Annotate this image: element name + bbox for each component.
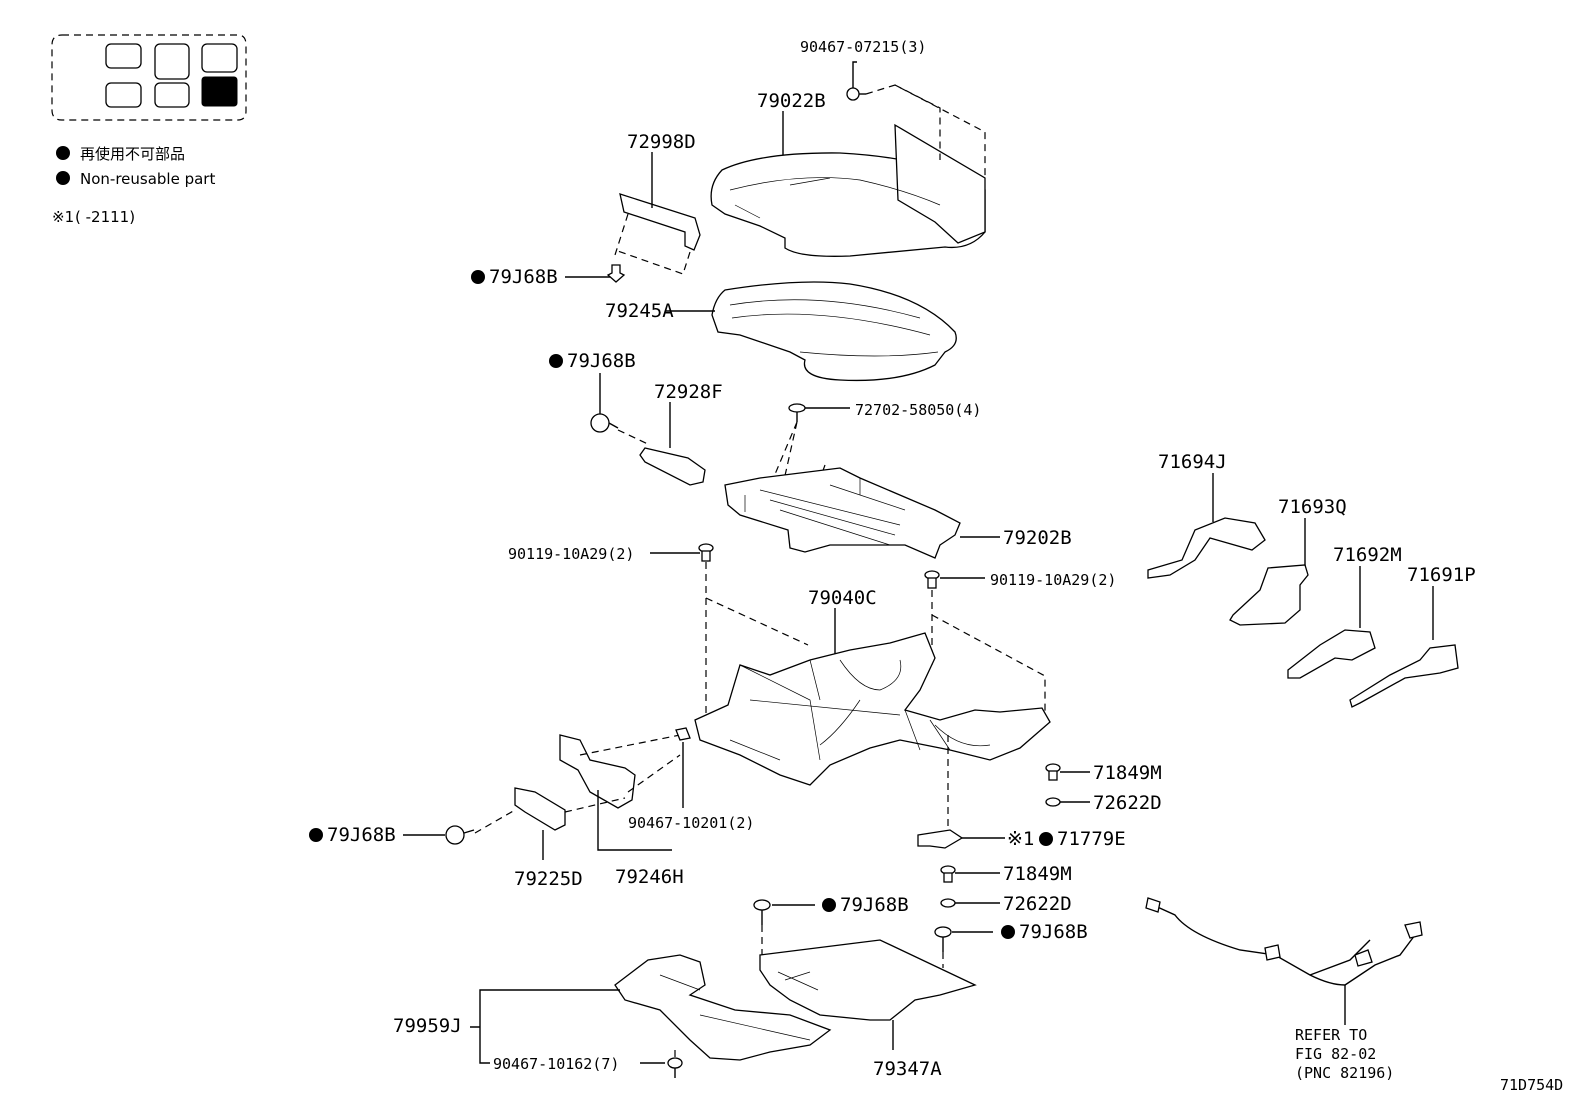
screw-icon: [940, 865, 956, 883]
diagram-code: 71D754D: [1500, 1076, 1563, 1094]
part-label-79225D[interactable]: 79225D: [514, 868, 583, 890]
under-cover-79347A-shape: [759, 939, 977, 1021]
non-reusable-marker-icon: [822, 898, 836, 912]
clip-icon: [590, 413, 619, 433]
legend-non-reusable-jp: 再使用不可部品: [80, 145, 185, 163]
refer-line1[interactable]: REFER TO: [1295, 1026, 1367, 1044]
legend-note1-mark: ※1: [52, 208, 74, 226]
non-reusable-marker-icon: [1001, 925, 1015, 939]
part-label-72702-58050[interactable]: 72702-58050(4): [855, 401, 981, 419]
seat-position-grid-icon: [51, 34, 247, 121]
seat-cushion-pad-shape: [711, 281, 957, 382]
clip-icon: [606, 264, 626, 283]
legend-non-reusable-en: Non-reusable part: [80, 170, 215, 188]
bracket-71693Q-shape: [1229, 564, 1309, 626]
part-label-90467-07215[interactable]: 90467-07215(3): [800, 38, 926, 56]
cover-79225D-shape: [514, 787, 566, 831]
clip-icon: [934, 926, 952, 952]
part-label-71849M-b[interactable]: 71849M: [1003, 863, 1072, 885]
part-label-79J68B-c[interactable]: 79J68B: [327, 824, 396, 846]
screw-icon: [788, 403, 806, 422]
clip-icon: [753, 899, 771, 925]
cover-trim-shape: [619, 193, 701, 251]
washer-icon: [940, 898, 956, 908]
part-label-79347A[interactable]: 79347A: [873, 1058, 942, 1080]
part-label-90119-left[interactable]: 90119-10A29(2): [508, 545, 634, 563]
part-label-90119-right[interactable]: 90119-10A29(2): [990, 571, 1116, 589]
part-label-79J68B-d[interactable]: 79J68B: [840, 894, 909, 916]
part-label-79J68B-b[interactable]: 79J68B: [567, 350, 636, 372]
clip-icon: [445, 825, 475, 845]
part-label-79J68B-e[interactable]: 79J68B: [1019, 921, 1088, 943]
non-reusable-marker-icon: [56, 146, 70, 160]
part-label-72622D-b[interactable]: 72622D: [1003, 893, 1072, 915]
part-label-71693Q[interactable]: 71693Q: [1278, 496, 1347, 518]
seat-frame-shape: [694, 632, 1051, 786]
bracket-71694J-shape: [1147, 517, 1266, 579]
bracket-71692M-shape: [1287, 629, 1376, 679]
seat-cushion-cover-shape: [710, 123, 986, 257]
part-label-79245A[interactable]: 79245A: [605, 300, 674, 322]
clip-icon: [667, 1057, 683, 1078]
part-label-79246H[interactable]: 79246H: [615, 866, 684, 888]
part-label-79J68B-a[interactable]: 79J68B: [489, 266, 558, 288]
part-label-79959J[interactable]: 79959J: [393, 1015, 462, 1037]
part-label-71691P[interactable]: 71691P: [1407, 564, 1476, 586]
cover-bracket-shape: [639, 447, 706, 486]
part-label-71694J[interactable]: 71694J: [1158, 451, 1227, 473]
non-reusable-marker-icon: [309, 828, 323, 842]
part-label-72622D-a[interactable]: 72622D: [1093, 792, 1162, 814]
part-label-71692M[interactable]: 71692M: [1333, 544, 1402, 566]
non-reusable-marker-icon: [549, 354, 563, 368]
side-cover-79959J-shape: [614, 954, 832, 1061]
part-label-71779E-mark[interactable]: ※1: [1007, 828, 1034, 850]
clip-icon: [675, 727, 691, 741]
bracket-71691P-shape: [1349, 644, 1459, 708]
clip-bolt-icon: [846, 87, 866, 101]
part-label-90467-10162[interactable]: 90467-10162(7): [493, 1055, 619, 1073]
non-reusable-marker-icon: [471, 270, 485, 284]
legend-note1-text: ( -2111): [75, 208, 135, 226]
seat-cushion-frame-shape: [724, 467, 961, 559]
bracket-clip-shape: [917, 829, 964, 849]
non-reusable-marker-icon: [1039, 832, 1053, 846]
wire-harness-shape: [1145, 897, 1423, 986]
part-label-71849M-a[interactable]: 71849M: [1093, 762, 1162, 784]
part-label-79202B[interactable]: 79202B: [1003, 527, 1072, 549]
part-label-79022B[interactable]: 79022B: [757, 90, 826, 112]
bolt-icon: [698, 543, 714, 562]
part-label-79040C[interactable]: 79040C: [808, 587, 877, 609]
refer-line3[interactable]: (PNC 82196): [1295, 1064, 1394, 1082]
refer-line2[interactable]: FIG 82-02: [1295, 1045, 1376, 1063]
part-label-72928F[interactable]: 72928F: [654, 381, 723, 403]
screw-icon: [1045, 763, 1061, 781]
washer-icon: [1045, 797, 1061, 807]
bolt-icon: [924, 570, 940, 589]
part-label-71779E[interactable]: 71779E: [1057, 828, 1126, 850]
part-label-90467-10201[interactable]: 90467-10201(2): [628, 814, 754, 832]
non-reusable-marker-icon: [56, 171, 70, 185]
part-label-72998D[interactable]: 72998D: [627, 131, 696, 153]
